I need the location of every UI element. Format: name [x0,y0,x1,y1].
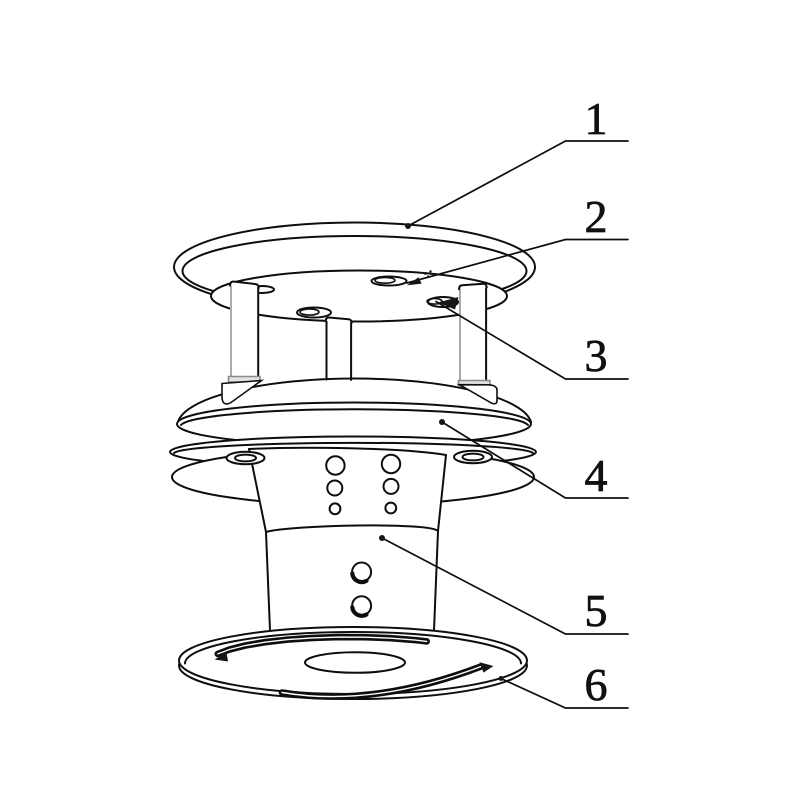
svg-text:4: 4 [585,450,608,501]
svg-text:2: 2 [585,191,608,242]
svg-text:6: 6 [585,659,608,710]
svg-text:5: 5 [585,585,608,636]
svg-text:1: 1 [585,93,608,144]
svg-text:3: 3 [585,330,608,381]
